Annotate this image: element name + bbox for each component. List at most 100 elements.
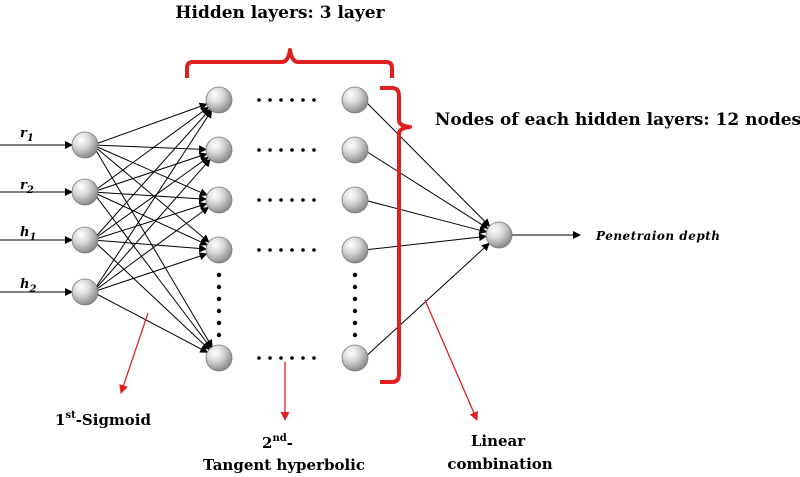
hidden-node-first-layer [205, 86, 233, 114]
horizontal-dot [279, 98, 283, 102]
connection-line [92, 108, 211, 241]
vertical-dot [352, 308, 358, 314]
horizontal-dot [268, 248, 272, 252]
horizontal-dot [301, 356, 305, 360]
sigmoid-pointer-arrow [119, 312, 149, 394]
connection-line [92, 106, 210, 193]
hidden-node-first-layer [205, 344, 233, 372]
horizontal-dot [301, 148, 305, 152]
horizontal-dot [301, 198, 305, 202]
output-label: Penetraion depth [595, 229, 720, 243]
horizontal-dot [257, 248, 261, 252]
vertical-dot [352, 332, 358, 338]
linear-label-line1: Linear [471, 432, 526, 450]
horizontal-dot [257, 356, 261, 360]
hidden-node-last-layer [341, 236, 369, 264]
input-node [71, 226, 99, 254]
horizontal-dot [290, 148, 294, 152]
connection-line [92, 144, 213, 348]
horizontal-dot [279, 148, 283, 152]
vertical-dot [352, 320, 358, 326]
connection-line [92, 206, 210, 293]
input-label-h2: h2 [20, 277, 36, 295]
nodes-count-label: Nodes of each hidden layers: 12 nodes [435, 110, 800, 130]
input-node [71, 278, 99, 306]
horizontal-dot [257, 148, 261, 152]
connection-line [92, 156, 210, 241]
tangent-label-line2: Tangent hyperbolic [203, 456, 365, 474]
connection-line [363, 149, 489, 229]
input-node [71, 178, 99, 206]
horizontal-dot [290, 198, 294, 202]
connection-line [92, 109, 213, 293]
connection-line [92, 191, 212, 349]
hidden-node-first-layer [205, 186, 233, 214]
nodes-bracket [380, 86, 412, 384]
vertical-dot [216, 332, 222, 338]
horizontal-dot [312, 356, 316, 360]
horizontal-dot [279, 356, 283, 360]
ellipsis-dots [216, 98, 358, 360]
horizontal-dot [257, 198, 261, 202]
connection-line [92, 144, 208, 196]
horizontal-dot [268, 148, 272, 152]
tangent-label-line1: 2nd- [262, 433, 293, 452]
input-label-r1: r1 [20, 126, 34, 144]
connection-line [92, 291, 209, 353]
connection-line [92, 191, 208, 246]
hidden-node-last-layer [341, 186, 369, 214]
horizontal-dot [268, 356, 272, 360]
connection-line [92, 102, 208, 146]
vertical-dot [352, 296, 358, 302]
vertical-dot [216, 320, 222, 326]
hidden-layers-title: Hidden layers: 3 layer [175, 3, 385, 23]
connection-line [92, 239, 210, 351]
horizontal-dot [290, 356, 294, 360]
connection-line [92, 239, 208, 253]
connection-line [363, 242, 490, 359]
connection-line [363, 199, 488, 235]
input-node [71, 131, 99, 159]
horizontal-dot [279, 198, 283, 202]
horizontal-dot [312, 98, 316, 102]
horizontal-dot [268, 98, 272, 102]
hidden-node-last-layer [341, 344, 369, 372]
connection-line [92, 202, 208, 241]
connection-line [92, 144, 210, 243]
horizontal-dot [279, 248, 283, 252]
linear-label-line2: combination [447, 455, 552, 473]
hidden-layers-bracket [185, 48, 394, 78]
output-node [485, 221, 513, 249]
vertical-dot [216, 272, 222, 278]
linear-pointer-arrow [424, 299, 478, 421]
nodes [71, 86, 513, 372]
horizontal-dot [301, 248, 305, 252]
input-label-h1: h1 [20, 225, 36, 243]
horizontal-dot [312, 248, 316, 252]
vertical-dot [216, 284, 222, 290]
hidden-node-last-layer [341, 86, 369, 114]
connection-line [92, 191, 208, 203]
connection-line [364, 233, 488, 251]
horizontal-dot [312, 148, 316, 152]
vertical-dot [352, 284, 358, 290]
horizontal-dot [268, 198, 272, 202]
connection-line [363, 99, 491, 227]
horizontal-dot [290, 98, 294, 102]
sigmoid-label: 1st-Sigmoid [55, 410, 152, 429]
vertical-dot [216, 296, 222, 302]
hidden-node-last-layer [341, 136, 369, 164]
horizontal-dot [301, 98, 305, 102]
vertical-dot [352, 272, 358, 278]
vertical-dot [216, 308, 222, 314]
horizontal-dot [290, 248, 294, 252]
hidden-node-first-layer [205, 236, 233, 264]
horizontal-dot [312, 198, 316, 202]
connections [0, 99, 581, 359]
connection-line [92, 158, 211, 293]
hidden-node-first-layer [205, 136, 233, 164]
connection-line [92, 252, 208, 293]
horizontal-dot [257, 98, 261, 102]
